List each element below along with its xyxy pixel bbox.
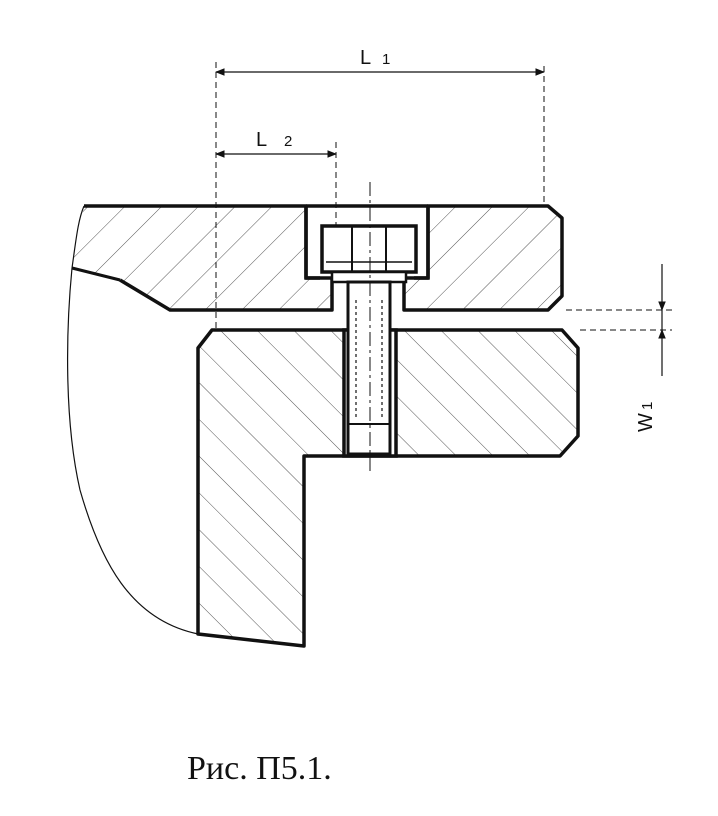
dimension-w1-sub: 1 bbox=[639, 402, 656, 410]
dimension-l1-sub: 1 bbox=[382, 51, 390, 68]
dimension-l2-sub: 2 bbox=[284, 133, 292, 150]
outer-contour bbox=[67, 267, 199, 635]
dimension-l2-letter: L bbox=[256, 129, 267, 151]
figure-caption: Рис. П5.1. bbox=[187, 750, 332, 787]
dimension-l2: L 2 bbox=[215, 129, 337, 158]
lower-bracket bbox=[196, 328, 580, 648]
dimension-l1-letter: L bbox=[360, 47, 371, 69]
dimension-l1: L 1 bbox=[215, 47, 545, 76]
dimension-w1: W 1 bbox=[635, 264, 666, 432]
counterbore bbox=[304, 204, 430, 280]
dimension-w1-letter: W bbox=[635, 413, 657, 432]
bolt bbox=[320, 182, 418, 472]
extension-lines bbox=[215, 62, 672, 331]
upper-plate-left bbox=[71, 204, 334, 312]
